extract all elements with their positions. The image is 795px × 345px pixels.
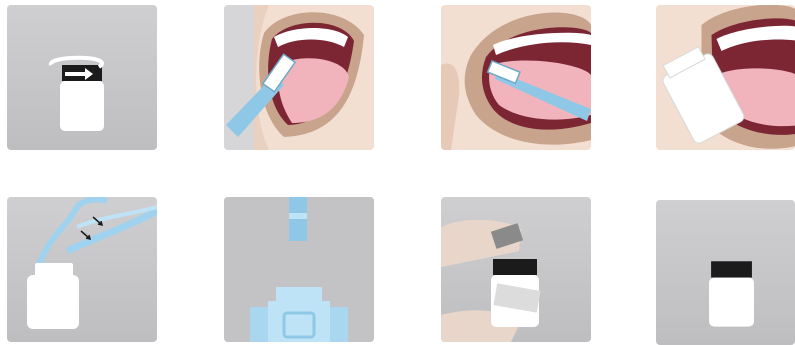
bottle-icon bbox=[709, 261, 754, 326]
mouth bbox=[465, 13, 591, 145]
step-5-collect-saliva bbox=[7, 197, 157, 342]
step-7-seal-label bbox=[441, 197, 591, 342]
step-2-brush-cheek bbox=[224, 5, 374, 150]
step-6-snap-swab bbox=[224, 197, 374, 342]
bottle-icon bbox=[27, 263, 79, 329]
step-8-closed-bottle bbox=[656, 200, 795, 345]
bottle-icon bbox=[491, 223, 541, 327]
step-3-brush-tongue bbox=[441, 5, 591, 150]
step-1-unscrew-cap bbox=[7, 5, 157, 150]
saliva-flow bbox=[37, 199, 157, 271]
step-4-spit-into-bottle bbox=[656, 5, 795, 150]
